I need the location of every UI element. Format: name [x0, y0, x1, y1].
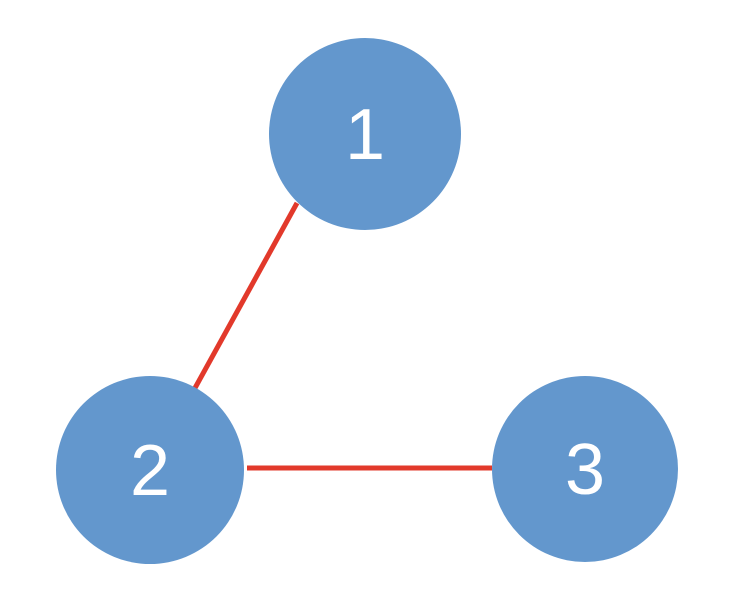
- edge-1-2[interactable]: [192, 201, 300, 390]
- edges-layer: [192, 201, 492, 471]
- node-circle-1[interactable]: [269, 38, 461, 230]
- node-circle-2[interactable]: [56, 376, 244, 564]
- node-circle-3[interactable]: [492, 376, 678, 562]
